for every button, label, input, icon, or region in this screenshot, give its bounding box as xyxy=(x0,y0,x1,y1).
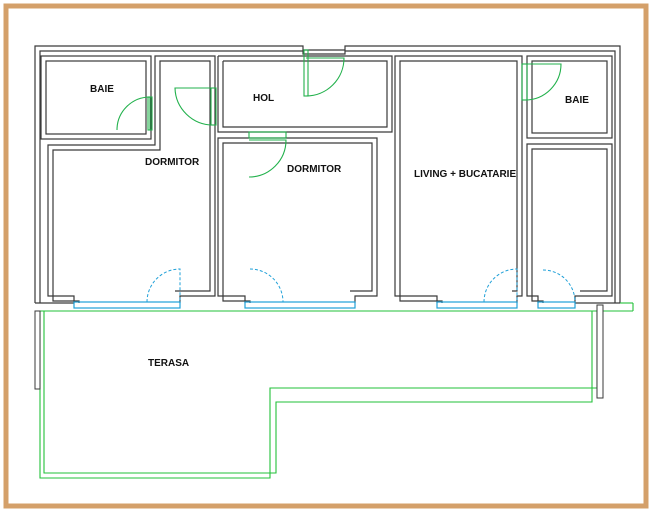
door-dormitor-left-leaf xyxy=(210,87,217,126)
wall-baie-right-inner xyxy=(531,60,608,134)
exterior-wall-outer xyxy=(34,45,621,303)
wall-dormitor-left xyxy=(47,55,216,303)
wall-living-inner xyxy=(399,60,518,303)
door-swing-living-terrace-2 xyxy=(542,269,576,303)
door-baie-left-leaf xyxy=(147,96,153,131)
outer-frame xyxy=(3,3,649,509)
room-label-terasa: TERASA xyxy=(148,358,189,369)
wall-baie-left xyxy=(40,55,152,140)
room-label-baie-right: BAIE xyxy=(565,95,589,106)
wall-hol xyxy=(217,55,393,133)
room-label-dormitor-left: DORMITOR xyxy=(145,157,200,168)
door-dormitor-left xyxy=(174,87,214,126)
room-label-living: LIVING + BUCATARIE xyxy=(414,169,516,180)
window-dormitor-left xyxy=(73,301,181,309)
door-baie-right xyxy=(524,63,562,101)
walls xyxy=(34,45,621,304)
exterior-wall-inner xyxy=(39,50,616,303)
wall-dormitor-left-inner xyxy=(52,60,211,303)
door-swing-living-terrace-1 xyxy=(483,268,518,303)
terrace-posts xyxy=(34,304,604,399)
door-hol-entrance-leaf xyxy=(303,49,309,97)
wall-baie-left-inner xyxy=(45,60,147,135)
window-dormitor-middle xyxy=(244,301,356,309)
room-label-dormitor-middle: DORMITOR xyxy=(287,164,342,175)
wall-right-room xyxy=(526,143,613,303)
door-dormitor-middle xyxy=(248,139,287,178)
terrace xyxy=(39,302,634,479)
wall-dormitor-middle xyxy=(217,137,378,303)
window-living-right xyxy=(537,301,576,309)
room-label-hol: HOL xyxy=(253,93,274,104)
room-label-baie-left: BAIE xyxy=(90,84,114,95)
door-swing-dormitor-middle-terrace xyxy=(249,268,284,303)
terrace-outline-outer xyxy=(39,311,598,479)
wall-hol-inner xyxy=(222,60,388,128)
wall-right-room-inner xyxy=(531,148,608,303)
terrace-outline-inner xyxy=(43,311,593,474)
windows xyxy=(73,301,576,309)
terrace-post-right xyxy=(596,304,604,399)
wall-dormitor-middle-inner xyxy=(222,142,373,303)
door-baie-left xyxy=(116,96,151,131)
interior-doors xyxy=(116,49,562,178)
door-hol-entrance xyxy=(305,57,345,97)
terrace-post-left xyxy=(34,310,41,390)
door-swing-dormitor-left-terrace xyxy=(146,268,181,303)
terrace-door-swings xyxy=(146,268,576,303)
wall-living xyxy=(394,55,523,303)
door-baie-right-leaf xyxy=(521,63,528,101)
door-dormitor-middle-leaf xyxy=(248,131,287,139)
window-living-left xyxy=(436,301,518,309)
